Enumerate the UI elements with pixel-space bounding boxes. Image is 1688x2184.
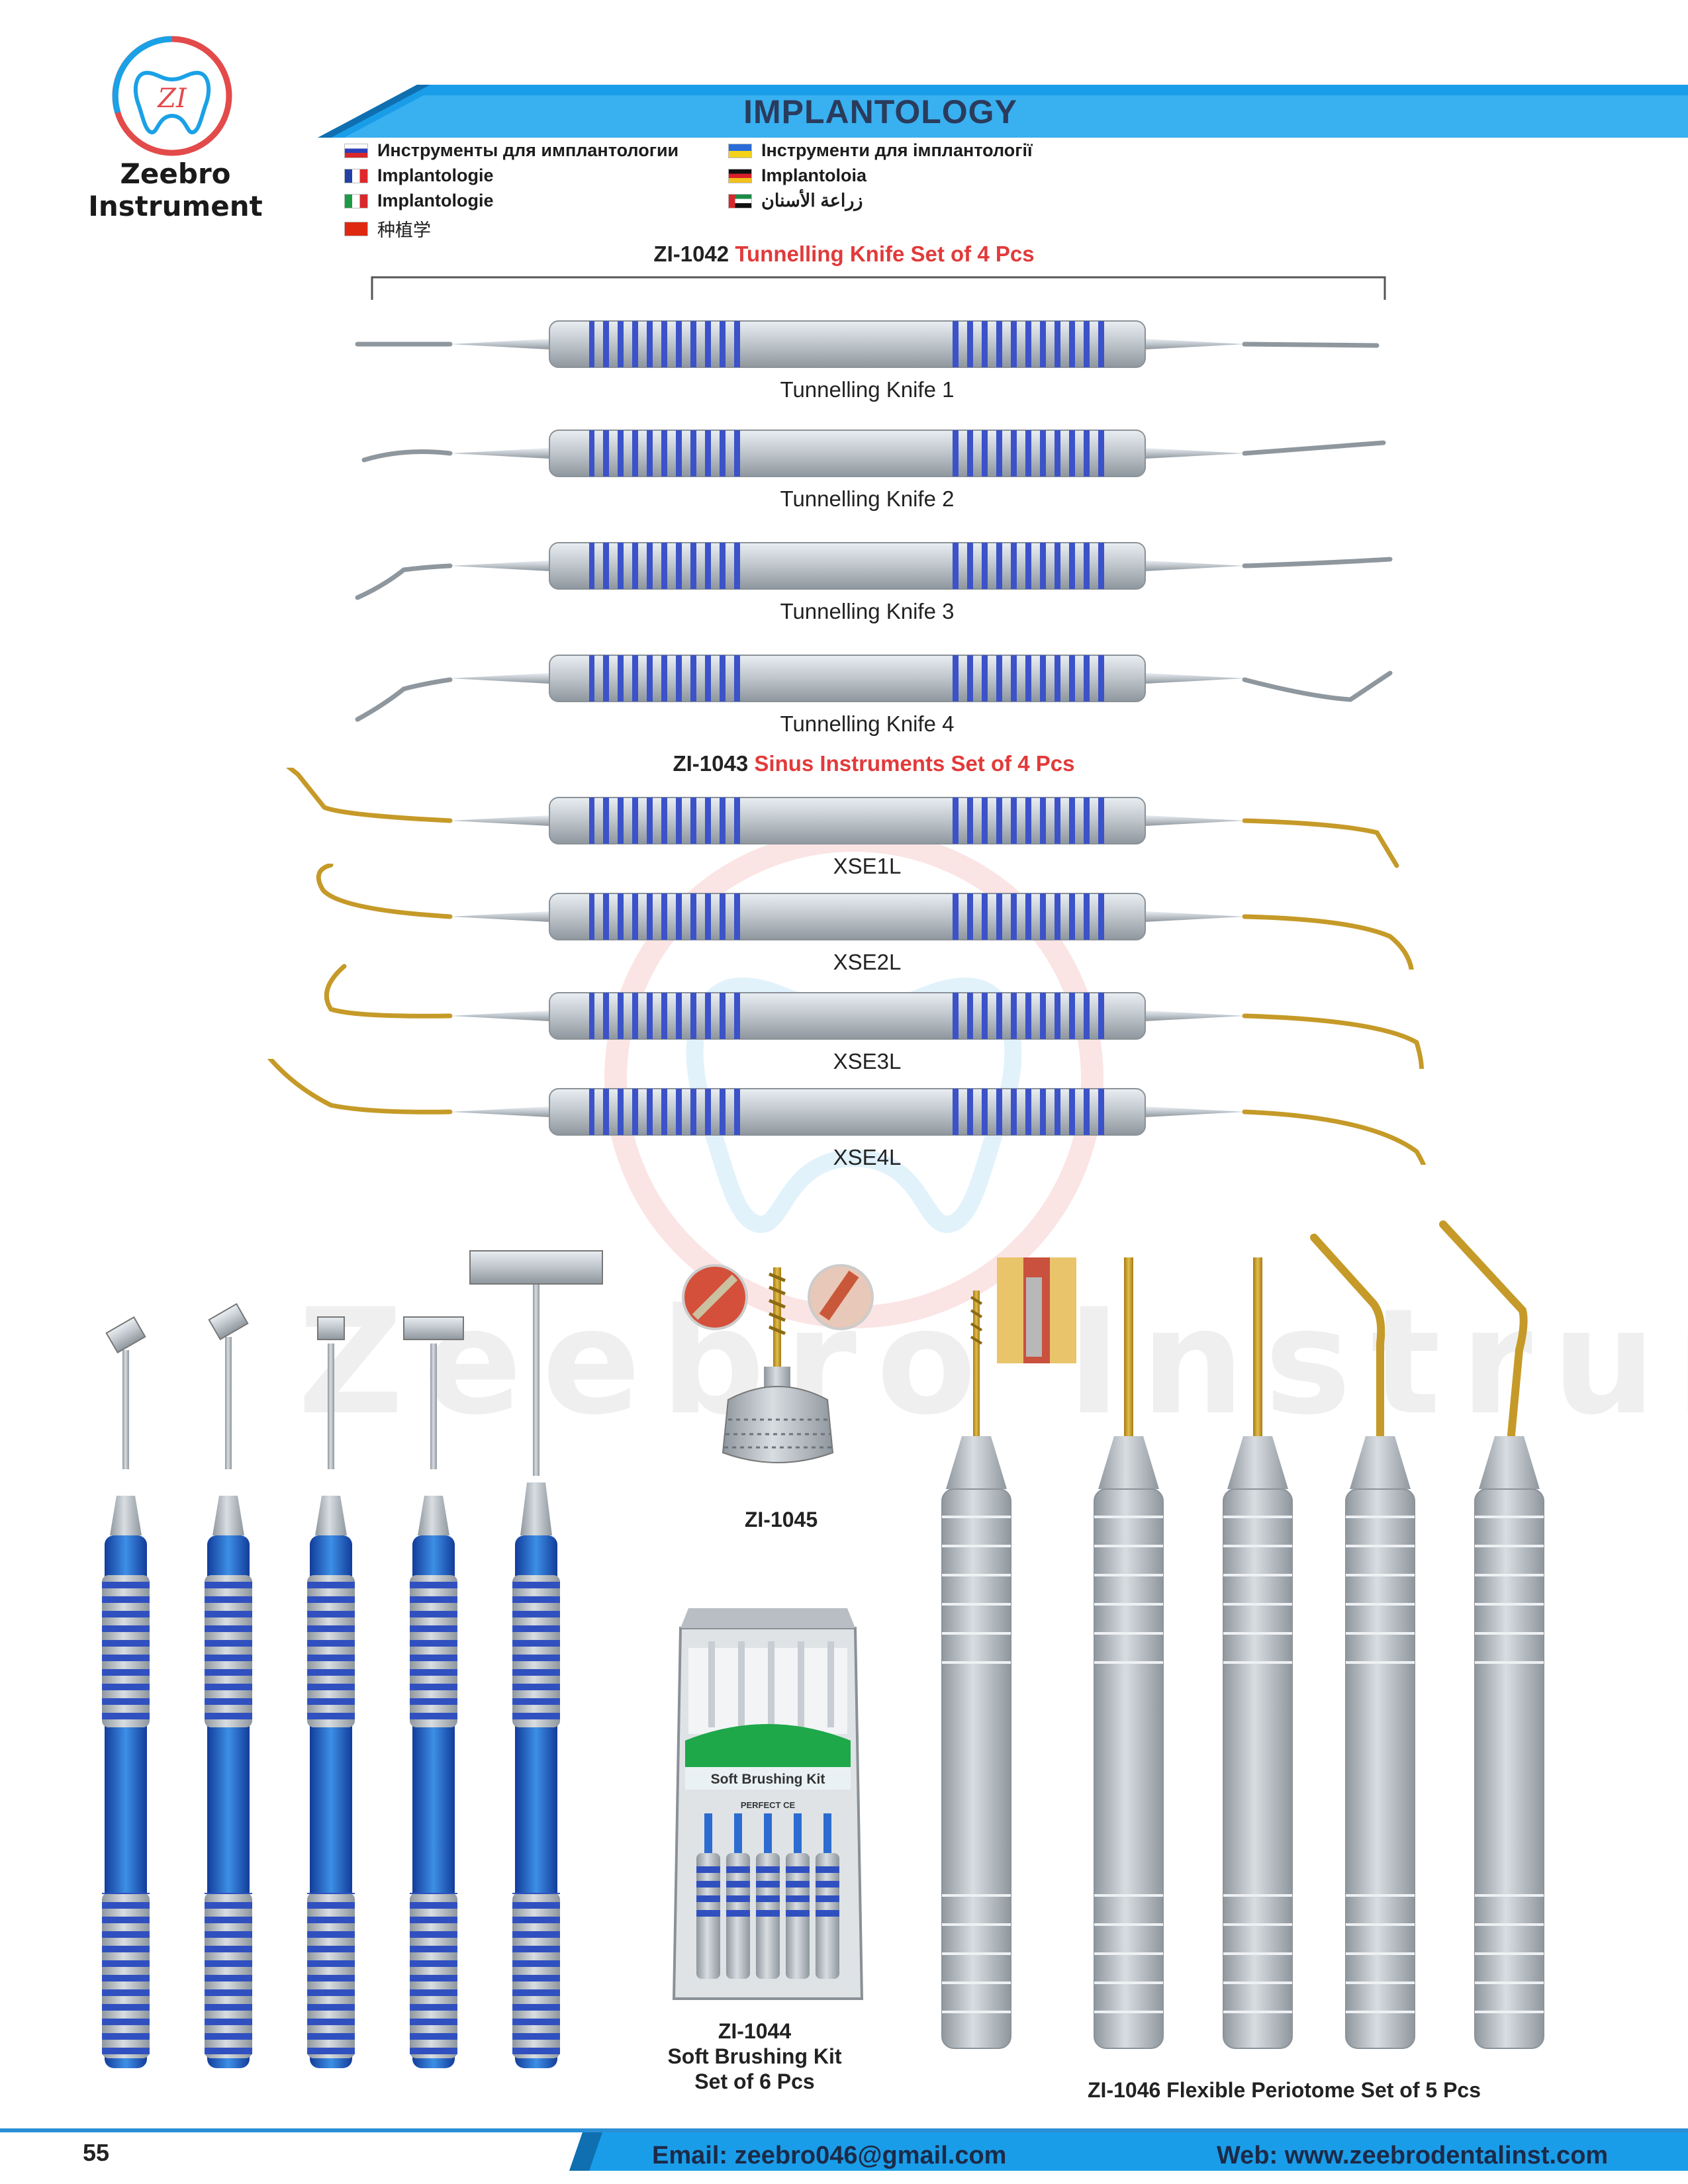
box-title: Soft Brushing Kit	[711, 1772, 825, 1787]
periotome	[1439, 1220, 1544, 2049]
kit-handle	[816, 1813, 839, 1979]
ukraine-flag-icon	[728, 143, 752, 158]
periotome	[941, 1291, 1011, 2049]
product-label-zi1045: ZI-1045	[744, 1508, 818, 1531]
periotome	[1310, 1234, 1415, 2049]
soft-brushing-kit-image: Soft Brushing Kit PERFECT CE	[672, 1608, 864, 2000]
germany-flag-icon	[728, 168, 752, 183]
instrument-label: XSE3L	[833, 1049, 902, 1073]
sinus-instrument-3	[324, 964, 1424, 1069]
periotome	[1223, 1257, 1293, 2049]
uae-flag-icon	[728, 193, 752, 208]
header-band	[318, 85, 1688, 138]
lang-italian: Implantologie	[344, 191, 494, 211]
flexible-periotome-set-image	[941, 1220, 1544, 2049]
sinus-instrument-4	[267, 1059, 1427, 1165]
tunnelling-knife-3	[355, 542, 1393, 600]
blue-elevator	[403, 1316, 464, 2068]
lang-french: Implantologie	[344, 165, 494, 186]
instrument-label: Tunnelling Knife 2	[780, 486, 955, 511]
page-number: 55	[83, 2139, 110, 2166]
russia-flag-icon	[344, 143, 368, 158]
sinus-instrument-2	[316, 864, 1414, 970]
box-brand: PERFECT CE	[741, 1800, 796, 1810]
product-label-zi1044: ZI-1044 Soft Brushing Kit Set of 6 Pcs	[667, 2019, 842, 2093]
footer-email: Email: zeebro046@gmail.com	[652, 2142, 1007, 2169]
instrument-label: XSE2L	[833, 950, 902, 974]
france-flag-icon	[344, 168, 368, 183]
brand-logo-icon: ZI	[112, 36, 232, 156]
implant-driver-image	[682, 1264, 874, 1463]
product-label-zi1046: ZI-1046 Flexible Periotome Set of 5 Pcs	[1088, 2078, 1481, 2102]
blue-elevator	[205, 1302, 252, 2068]
lang-ukrainian: Інструменти для імплантології	[728, 140, 1033, 161]
footer-band	[0, 2128, 1688, 2171]
page-title: IMPLANTOLOGY	[743, 93, 1017, 130]
tunnelling-knife-1	[355, 320, 1380, 368]
tunnelling-set-title: ZI-1042 Tunnelling Knife Set of 4 Pcs	[653, 242, 1035, 266]
instrument-label: XSE1L	[833, 854, 902, 878]
periotome	[1094, 1257, 1164, 2049]
bracket-line	[371, 276, 1386, 300]
logo-letters: ZI	[156, 83, 187, 114]
kit-handle	[726, 1813, 750, 1979]
kit-handle	[696, 1813, 720, 1979]
instrument-label: Tunnelling Knife 3	[780, 599, 955, 623]
lang-german: Implantoloia	[728, 165, 867, 186]
kit-handle	[756, 1813, 780, 1979]
blue-elevator-set-image	[102, 1250, 603, 2068]
lang-chinese: 种植学	[344, 216, 431, 242]
instrument-label: Tunnelling Knife 1	[780, 377, 955, 402]
blue-elevator	[307, 1316, 355, 2068]
lang-russian: Инструменты для имплантологии	[344, 140, 679, 161]
kit-handle	[786, 1813, 810, 1979]
sinus-instrument-1	[285, 768, 1399, 868]
lang-arabic: زراعة الأسنان	[728, 191, 863, 211]
brand-name: Zeebro Instrument	[88, 158, 263, 222]
instrument-label: XSE4L	[833, 1145, 902, 1169]
china-flag-icon	[344, 221, 368, 236]
instrument-label: Tunnelling Knife 4	[780, 711, 955, 736]
tunnelling-knife-4	[355, 655, 1393, 722]
footer-web: Web: www.zeebrodentalinst.com	[1217, 2142, 1609, 2169]
blue-elevator	[102, 1316, 150, 2068]
italy-flag-icon	[344, 193, 368, 208]
sinus-set-title: ZI-1043 Sinus Instruments Set of 4 Pcs	[673, 751, 1075, 776]
blue-elevator	[469, 1250, 603, 2068]
tunnelling-knife-2	[361, 430, 1386, 477]
watermark: Zeebro Instrument	[298, 1277, 1688, 1447]
